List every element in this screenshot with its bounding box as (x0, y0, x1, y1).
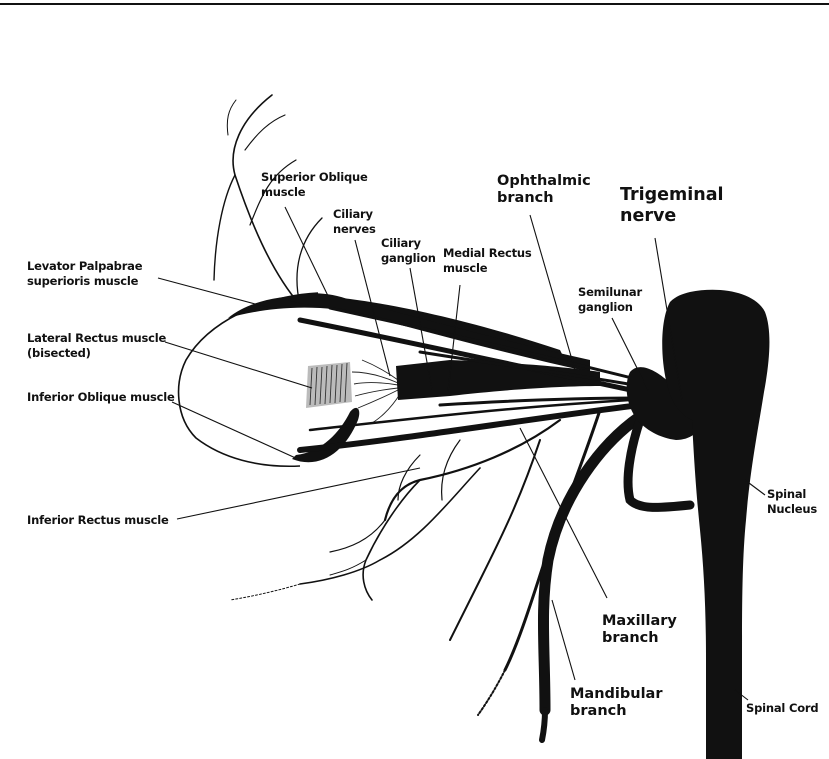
label-spinal-cord-line1: Spinal Cord (746, 701, 818, 716)
leader-superior-oblique (285, 207, 330, 300)
label-semilunar-line2: ganglion (578, 300, 642, 315)
label-ciliary-nerves-line1: Ciliary (333, 207, 376, 222)
inferior-oblique-muscle-shape (292, 408, 359, 462)
label-maxillary-line1: Maxillary (602, 613, 677, 630)
leader-inferior-rectus (177, 468, 420, 519)
label-inferior-rectus: Inferior Rectus muscle (27, 513, 169, 528)
label-inferior-oblique: Inferior Oblique muscle (27, 390, 175, 405)
label-ciliary-nerves-line2: nerves (333, 222, 376, 237)
label-inferior-oblique-line1: Inferior Oblique muscle (27, 390, 175, 405)
label-spinal-nucleus: Spinal Nucleus (767, 487, 817, 516)
label-levator-line2: superioris muscle (27, 274, 142, 289)
spinal-nucleus-shape (662, 290, 769, 759)
label-spinal-nucleus-line1: Spinal (767, 487, 817, 502)
label-superior-oblique-line1: Superior Oblique (261, 170, 368, 185)
label-ciliary-ganglion-line1: Ciliary (381, 236, 436, 251)
label-medial-rectus: Medial Rectus muscle (443, 246, 532, 275)
label-superior-oblique: Superior Oblique muscle (261, 170, 368, 199)
label-lateral-rectus-line1: Lateral Rectus muscle (27, 331, 166, 346)
leader-levator (158, 278, 270, 308)
label-ciliary-ganglion: Ciliary ganglion (381, 236, 436, 265)
label-mandibular-line2: branch (570, 703, 663, 720)
label-spinal-nucleus-line2: Nucleus (767, 502, 817, 517)
label-ophthalmic-line1: Ophthalmic (497, 173, 591, 190)
label-trigeminal-line1: Trigeminal (620, 185, 724, 206)
label-inferior-rectus-line1: Inferior Rectus muscle (27, 513, 169, 528)
label-maxillary: Maxillary branch (602, 613, 677, 648)
label-maxillary-line2: branch (602, 630, 677, 647)
label-ciliary-ganglion-line2: ganglion (381, 251, 436, 266)
label-semilunar-line1: Semilunar (578, 285, 642, 300)
label-lateral-rectus: Lateral Rectus muscle (bisected) (27, 331, 166, 360)
label-trigeminal-line2: nerve (620, 206, 724, 227)
label-mandibular: Mandibular branch (570, 686, 663, 721)
leader-inferior-oblique (172, 402, 300, 460)
label-ophthalmic: Ophthalmic branch (497, 173, 591, 208)
label-medial-rectus-line1: Medial Rectus (443, 246, 532, 261)
lateral-rectus-hatch (306, 362, 352, 408)
label-semilunar: Semilunar ganglion (578, 285, 642, 314)
label-levator-line1: Levator Palpabrae (27, 259, 142, 274)
supraorbital-nerve-branches (214, 95, 322, 305)
label-medial-rectus-line2: muscle (443, 261, 532, 276)
label-ophthalmic-line2: branch (497, 190, 591, 207)
label-spinal-cord: Spinal Cord (746, 701, 818, 716)
label-lateral-rectus-line2: (bisected) (27, 346, 166, 361)
label-superior-oblique-line2: muscle (261, 185, 368, 200)
label-levator: Levator Palpabrae superioris muscle (27, 259, 142, 288)
leader-mandibular (552, 600, 575, 680)
label-ciliary-nerves: Ciliary nerves (333, 207, 376, 236)
eyeball-outline (179, 293, 318, 466)
leader-lateral-rectus (165, 342, 312, 388)
label-trigeminal: Trigeminal nerve (620, 185, 724, 227)
label-mandibular-line1: Mandibular (570, 686, 663, 703)
